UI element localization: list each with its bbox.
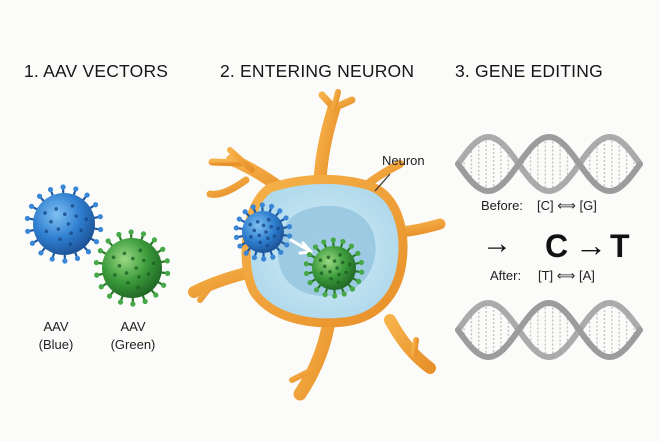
base-from: C <box>545 228 569 264</box>
aav-blue-caption-line2: (Blue) <box>38 337 74 352</box>
step-2-heading: 2. ENTERING NEURON <box>220 61 415 81</box>
aav-green-caption: AAV (Green) <box>106 318 160 354</box>
aav-blue-particle <box>24 184 104 264</box>
aav-blue-caption-line1: AAV <box>43 319 69 334</box>
after-label: After: <box>490 268 522 283</box>
neuron <box>188 89 446 401</box>
aav-green-caption-line2: (Green) <box>110 337 156 352</box>
before-label: Before: <box>481 198 523 213</box>
dna-helix-after <box>455 299 643 361</box>
step-1-heading: 1. AAV VECTORS <box>24 61 169 81</box>
after-base-pair: [T] ⟺ [A] <box>538 268 595 283</box>
base-to: T <box>610 228 630 264</box>
aav-green-inside-particle <box>303 237 365 299</box>
before-base-pair: [C] ⟺ [G] <box>537 198 597 213</box>
virus-particles <box>24 184 365 307</box>
entry-arrow <box>289 238 313 255</box>
aav-green-caption-line1: AAV <box>120 319 146 334</box>
dna-helix-before <box>455 133 643 195</box>
editing-arrow: → <box>482 227 512 260</box>
step-3-heading: 3. GENE EDITING <box>455 61 603 81</box>
aav-green-particle <box>93 229 171 307</box>
neuron-pointer-line <box>374 173 391 192</box>
aav-blue-entering-particle <box>233 202 293 262</box>
base-conversion-arrow: → <box>575 227 607 263</box>
aav-blue-caption: AAV (Blue) <box>36 318 76 354</box>
neuron-label: Neuron <box>382 153 425 168</box>
